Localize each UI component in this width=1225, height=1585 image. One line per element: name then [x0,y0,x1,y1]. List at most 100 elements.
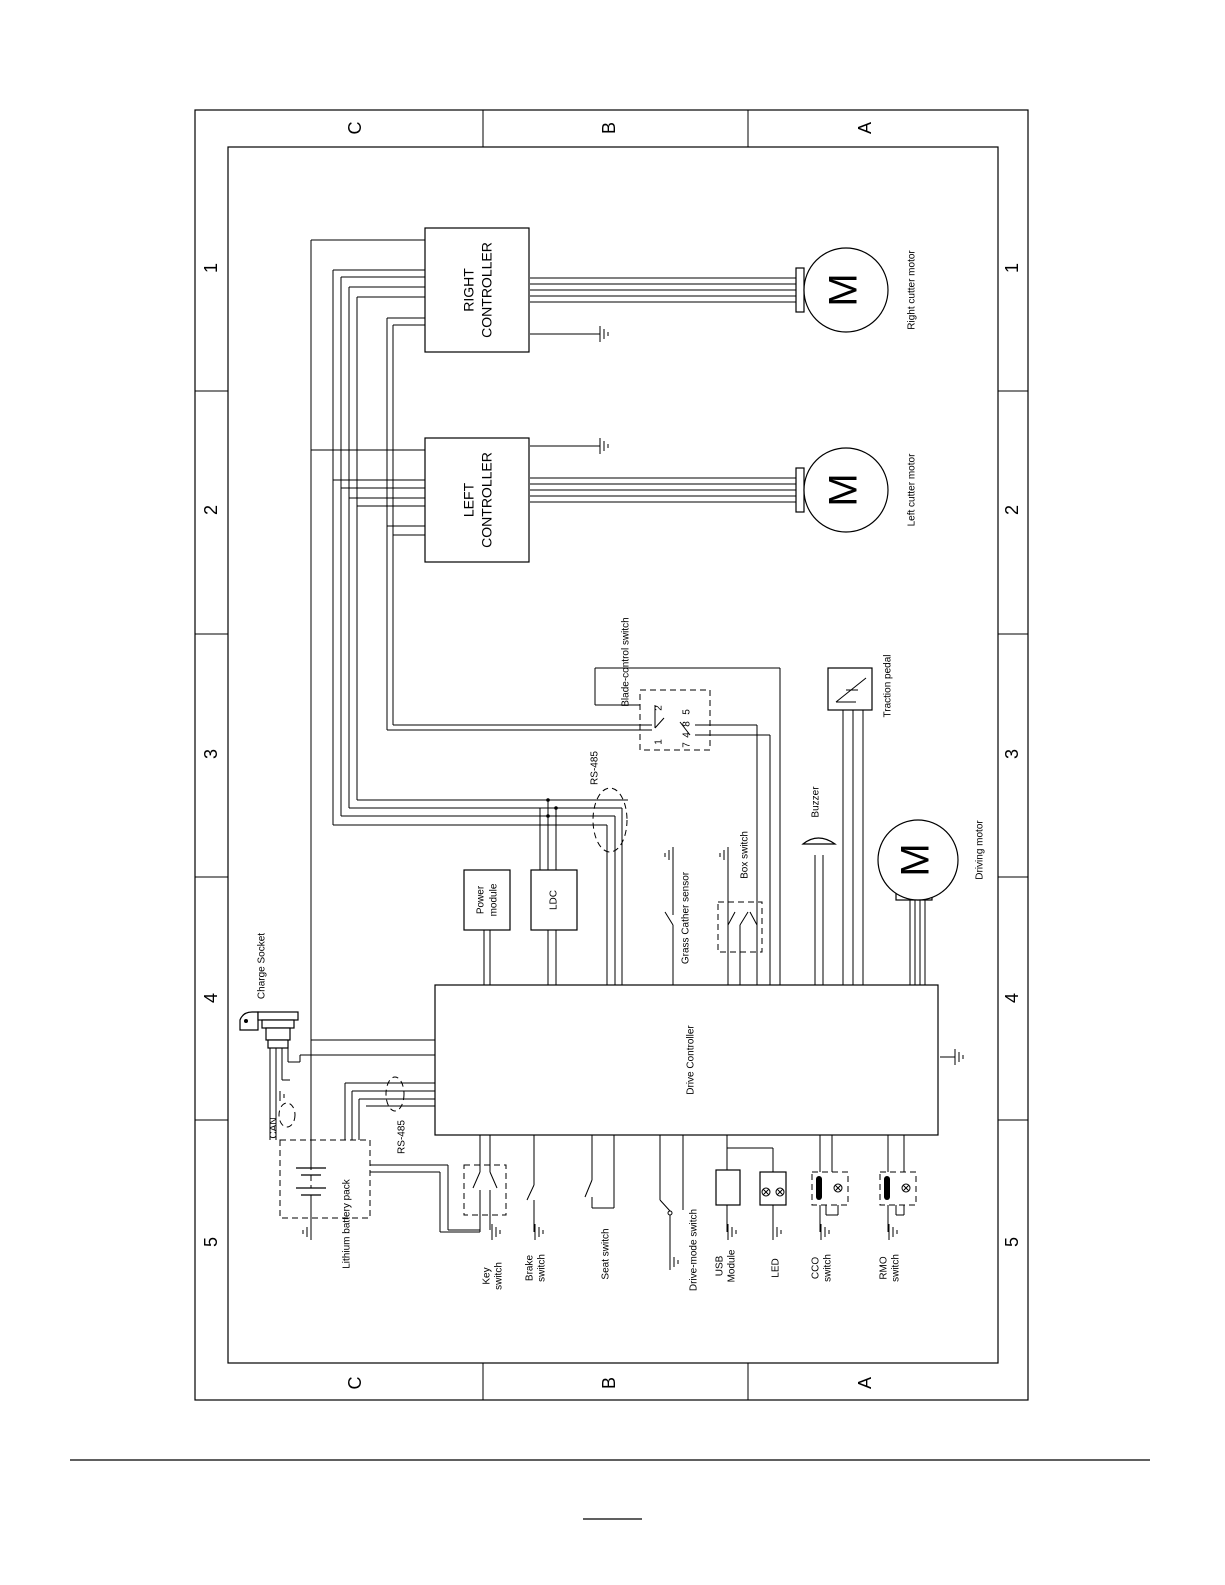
usb-module-label-1: USB [715,1255,726,1276]
brake-switch: Brake switch [525,1254,548,1282]
ground-icon [888,1224,898,1240]
box-switch-label: Box switch [740,831,751,879]
zone-right-5: 5 [1002,1237,1022,1247]
rs485-top: RS-485 [590,751,628,853]
zone-labels: C B A C B A 1 2 3 4 5 1 2 3 4 5 [201,122,1022,1390]
blade-pin-2: 2 [654,705,665,711]
ldc-label: LDC [549,890,560,910]
ground-icon [491,1224,501,1240]
zone-left-3: 3 [201,749,221,759]
left-controller: LEFT CONTROLLER [424,437,530,563]
usb-module: USB Module [715,1169,741,1282]
ground-icon [669,1254,679,1270]
ground-icon [727,1224,737,1240]
key-switch-label-1: Key [482,1267,493,1284]
lithium-battery-pack: Lithium battery pack [279,1139,371,1269]
drive-controller: Drive Controller [434,984,939,1136]
driving-motor: M Driving motor [877,819,986,901]
rmo-switch-label-1: RMO [879,1256,890,1280]
zone-left-1: 1 [201,263,221,273]
cco-switch-label-1: CCO [811,1257,822,1279]
ground-icon [719,847,729,863]
buzzer-label: Buzzer [811,786,822,818]
blade-pin-4: 4 [682,732,693,738]
rmo-switch-label-2: switch [891,1254,902,1282]
traction-pedal: Traction pedal [827,655,894,718]
drive-controller-label: Drive Controller [686,1025,697,1095]
left-controller-label-1: LEFT [461,482,477,517]
blade-pin-5: 5 [682,709,693,715]
traction-pedal-label: Traction pedal [883,655,894,718]
ground-icon [302,1224,312,1240]
brake-switch-label-1: Brake [525,1255,536,1282]
zone-left-2: 2 [201,505,221,515]
drive-mode-switch-label: Drive-mode switch [689,1209,700,1291]
ground-icon [954,1049,964,1065]
rs485-bottom: RS-485 [385,1076,408,1154]
zone-left-5: 5 [201,1237,221,1247]
lamp-icon [901,1183,911,1193]
can-bus: CAN [269,1102,296,1139]
grass-catcher-sensor-label: Grass Cather sensor [681,871,692,964]
blade-pin-7: 7 [682,742,693,748]
zone-right-4: 4 [1002,993,1022,1003]
blade-control-switch-label: Blade-control switch [621,617,632,706]
lithium-battery-pack-label: Lithium battery pack [342,1178,353,1268]
ground-icon [664,847,674,863]
key-switch-label-2: switch [494,1262,505,1290]
zone-right-1: 1 [1002,263,1022,273]
blade-control-switch: 2 1 7 4 8 5 Blade-control switch [621,617,711,751]
key-switch: Key switch [463,1164,507,1290]
zone-top-c: C [345,122,365,135]
zone-right-3: 3 [1002,749,1022,759]
buzzer: Buzzer [801,786,837,845]
rmo-switch: RMO switch [879,1171,917,1282]
lamp-icon [761,1187,771,1197]
zone-top-a: A [855,122,875,134]
zone-bottom-b: B [599,1377,619,1389]
ground-symbols [275,326,964,1270]
cco-switch-label-2: switch [823,1254,834,1282]
right-controller-label-2: CONTROLLER [479,242,495,338]
right-controller: RIGHT CONTROLLER [424,227,530,353]
ground-icon [820,1224,830,1240]
motor-symbol: M [822,473,866,506]
ldc: LDC [530,869,578,931]
rs485-top-label: RS-485 [590,751,601,785]
can-label: CAN [269,1117,280,1138]
led-label: LED [771,1258,782,1277]
right-cutter-motor: M Right cutter motor [795,247,918,333]
power-module-label-2: module [489,883,500,916]
drawing-border [194,109,1029,1401]
zone-bottom-a: A [855,1377,875,1389]
driving-motor-label: Driving motor [975,820,986,880]
lamp-icon [833,1183,843,1193]
power-module-label-1: Power [476,885,487,914]
motor-symbol: M [822,273,866,306]
charge-socket-label: Charge Socket [257,933,268,999]
left-controller-label-2: CONTROLLER [479,452,495,548]
ground-icon [772,1224,782,1240]
lamp-icon [775,1187,785,1197]
usb-module-label-2: Module [727,1249,738,1282]
ground-icon [599,326,609,342]
right-controller-label-1: RIGHT [461,268,477,312]
zone-bottom-c: C [345,1377,365,1390]
left-cutter-motor-label: Left cutter motor [907,453,918,526]
zone-right-2: 2 [1002,505,1022,515]
box-switch: Box switch [717,831,763,953]
brake-switch-label-2: switch [537,1254,548,1282]
cco-switch: CCO switch [811,1171,849,1282]
blade-pin-8: 8 [682,721,693,727]
right-cutter-motor-label: Right cutter motor [907,250,918,330]
motor-symbol: M [894,843,938,876]
seat-switch-label: Seat switch [601,1228,612,1279]
wiring [269,239,955,1262]
zone-left-4: 4 [201,993,221,1003]
ground-icon [275,1088,285,1104]
zone-top-b: B [599,122,619,134]
charge-socket: Charge Socket [239,933,299,1049]
left-cutter-motor: M Left cutter motor [795,447,918,533]
page-footer [70,1459,1150,1520]
